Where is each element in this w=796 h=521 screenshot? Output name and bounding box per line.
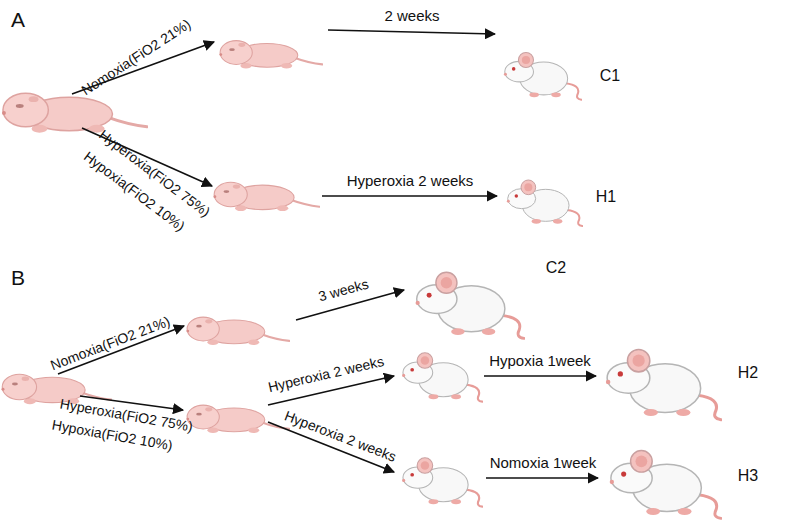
duration-label: Hyperoxia 2 weeks: [265, 354, 388, 397]
panel-letter: B: [9, 266, 27, 289]
duration-label: 2 weeks: [382, 8, 441, 25]
group-label: H1: [594, 188, 618, 206]
group-label: C1: [598, 67, 622, 85]
duration-label: Hyperoxia 2 weeks: [345, 173, 476, 190]
panel-letter: A: [9, 8, 27, 31]
duration-label: Nomoxia 1week: [488, 455, 599, 472]
condition-label: Nomoxia(FiO2 21%): [46, 313, 174, 374]
group-label: C2: [544, 259, 568, 277]
duration-label: Hypoxia 1week: [487, 353, 593, 370]
group-label: H3: [736, 467, 760, 485]
condition-label: Nomoxia(FiO2 21%): [77, 16, 195, 100]
group-label: H2: [736, 364, 760, 382]
duration-label: Hyperoxia 2 weeks: [280, 408, 400, 466]
